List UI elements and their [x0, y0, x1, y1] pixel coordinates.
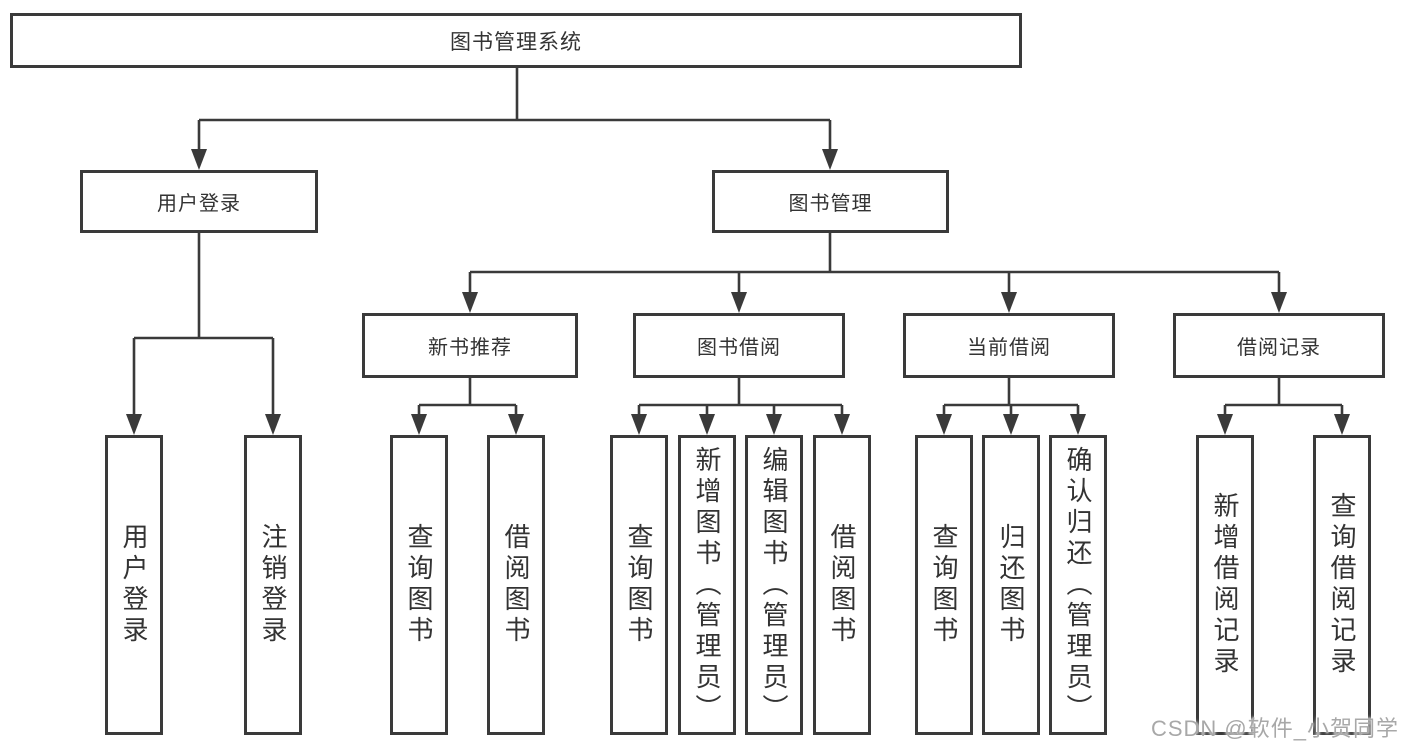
leaf-query-books-current: 查询图书	[915, 435, 973, 735]
leaf-query-books-borrow: 查询图书	[610, 435, 668, 735]
leaf-borrow-books: 借阅图书	[813, 435, 871, 735]
node-new-book-recommend: 新书推荐	[362, 313, 578, 378]
leaf-edit-books-admin: 编辑图书（管理员）	[745, 435, 803, 735]
leaf-add-borrow-record: 新增借阅记录	[1196, 435, 1254, 735]
node-library-management-system: 图书管理系统	[10, 13, 1022, 68]
leaf-return-books: 归还图书	[982, 435, 1040, 735]
leaf-logout: 注销登录	[244, 435, 302, 735]
leaf-add-books-admin: 新增图书（管理员）	[678, 435, 736, 735]
node-user-login: 用户登录	[80, 170, 318, 233]
leaf-confirm-return-admin: 确认归还（管理员）	[1049, 435, 1107, 735]
node-book-borrow: 图书借阅	[633, 313, 845, 378]
leaf-user-login: 用户登录	[105, 435, 163, 735]
node-borrow-records: 借阅记录	[1173, 313, 1385, 378]
watermark: CSDN @软件_小贺同学	[1150, 716, 1399, 741]
leaf-query-books-recommend: 查询图书	[390, 435, 448, 735]
node-book-management: 图书管理	[712, 170, 949, 233]
node-current-borrow: 当前借阅	[903, 313, 1115, 378]
leaf-borrow-books-recommend: 借阅图书	[487, 435, 545, 735]
leaf-query-borrow-record: 查询借阅记录	[1313, 435, 1371, 735]
